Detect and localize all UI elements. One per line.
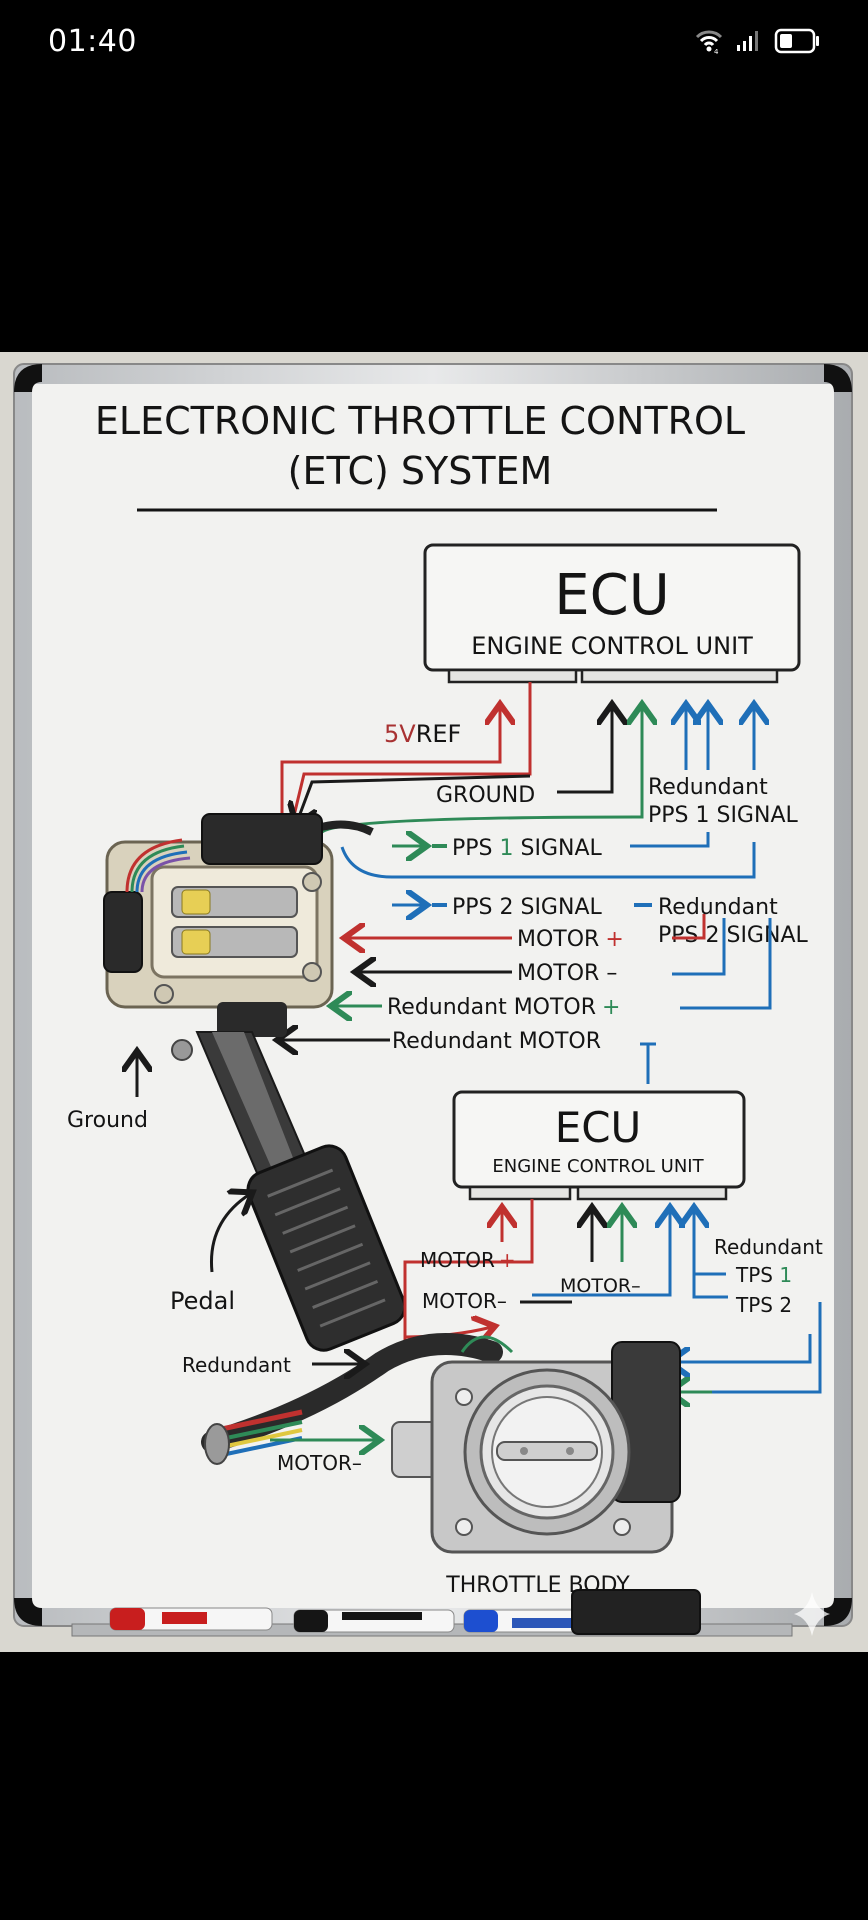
label-redundant-pps1-l1: Redundant xyxy=(648,775,768,800)
whiteboard: ELECTRONIC THROTTLE CONTROL (ETC) SYSTEM… xyxy=(13,363,853,1637)
wire-redundant-motor-plus-return xyxy=(680,918,772,1010)
label-redundant-harness: Redundant xyxy=(182,1353,291,1377)
label-motor-plus: MOTOR+ xyxy=(517,927,624,952)
wire-pps1-redundant xyxy=(630,832,710,848)
whiteboard-photo: ELECTRONIC THROTTLE CONTROL (ETC) SYSTEM… xyxy=(0,352,868,1652)
board-title-line1: ELECTRONIC THROTTLE CONTROL xyxy=(95,399,745,443)
label-redundant-pps2-l2: PPS 2 SIGNAL xyxy=(658,923,808,948)
label-tb-tps1: TPS 1 xyxy=(735,1263,792,1287)
status-time: 01:40 xyxy=(48,24,137,59)
wire-ground-to-pedal xyxy=(297,774,531,822)
label-ground-small: Ground xyxy=(67,1108,148,1133)
frame-corner-tl xyxy=(14,364,42,392)
wire-tb-blue-2 xyxy=(694,1210,728,1299)
ecu-bottom-subtitle: ENGINE CONTROL UNIT xyxy=(492,1156,704,1177)
label-tb-redundant: Redundant xyxy=(714,1235,823,1259)
status-bar: 01:40 4 xyxy=(0,0,868,90)
ecu-top: ECU ENGINE CONTROL UNIT xyxy=(423,543,801,684)
ecu-bottom-title: ECU xyxy=(555,1103,642,1152)
label-motor-minus: MOTOR – xyxy=(517,961,617,986)
wifi-icon: 4 xyxy=(694,28,724,58)
label-pps2-signal: PPS 2 SIGNAL xyxy=(452,895,602,920)
bottom-black-area xyxy=(0,1652,868,1920)
wire-pps2-bus xyxy=(340,842,756,879)
frame-corner-tr xyxy=(824,364,852,392)
label-redundant-motor-plus: Redundant MOTOR+ xyxy=(387,995,620,1020)
throttle-harness xyxy=(201,1333,503,1465)
wire-tb-tps2-to-body xyxy=(672,1334,812,1362)
label-tb-motor-plus: MOTOR+ xyxy=(420,1248,516,1272)
label-pedal: Pedal xyxy=(170,1287,235,1315)
marker-blue xyxy=(463,1609,590,1633)
battery-icon xyxy=(774,28,820,58)
label-ground: GROUND xyxy=(436,783,535,808)
marker-red xyxy=(109,1607,273,1631)
label-redundant-pps2-l1: Redundant xyxy=(658,895,778,920)
wire-tb-tps2-green-to-body xyxy=(672,1302,822,1394)
label-tb-motor-minus-left: MOTOR– xyxy=(422,1289,507,1313)
board-title-line2: (ETC) SYSTEM xyxy=(288,449,553,493)
status-icons: 4 xyxy=(694,28,820,58)
wire-redundant-motor-minus xyxy=(640,1042,656,1084)
throttle-body xyxy=(391,1335,681,1554)
ecu-bottom: ECU ENGINE CONTROL UNIT xyxy=(452,1090,746,1201)
label-tb-motor-minus-mid: MOTOR– xyxy=(560,1275,641,1297)
wire-tb-red-loop xyxy=(403,1199,534,1342)
sparkle-icon xyxy=(794,1592,830,1636)
ecu-top-subtitle: ENGINE CONTROL UNIT xyxy=(471,632,753,660)
marker-black xyxy=(293,1609,455,1633)
pedal-pivot xyxy=(171,1039,193,1061)
wire-ground xyxy=(557,707,612,794)
svg-text:4: 4 xyxy=(714,48,719,54)
label-motor-minus-harness: MOTOR– xyxy=(277,1451,362,1475)
eraser xyxy=(571,1589,701,1635)
frame-corner-br xyxy=(824,1598,852,1626)
cellular-signal-icon xyxy=(736,30,762,56)
wire-motor-minus-return xyxy=(672,918,726,976)
label-redundant-motor-minus: Redundant MOTOR xyxy=(392,1029,601,1054)
wire-5v-return xyxy=(290,682,532,825)
ecu-top-title: ECU xyxy=(554,563,669,628)
label-tb-tps2: TPS 2 xyxy=(735,1293,792,1317)
frame-corner-bl xyxy=(14,1598,42,1626)
arrow-pedal xyxy=(209,1194,250,1273)
wire-5v-ref xyxy=(280,707,500,824)
label-5v-ref: 5VREF xyxy=(384,720,461,748)
label-redundant-pps1-l2: PPS 1 SIGNAL xyxy=(648,803,798,828)
label-pps1-signal: PPS 1 SIGNAL xyxy=(452,836,603,861)
pedal-pad xyxy=(246,1144,407,1352)
wire-motor-plus-return xyxy=(672,914,706,940)
wire-tb-blue-1 xyxy=(532,1210,670,1297)
